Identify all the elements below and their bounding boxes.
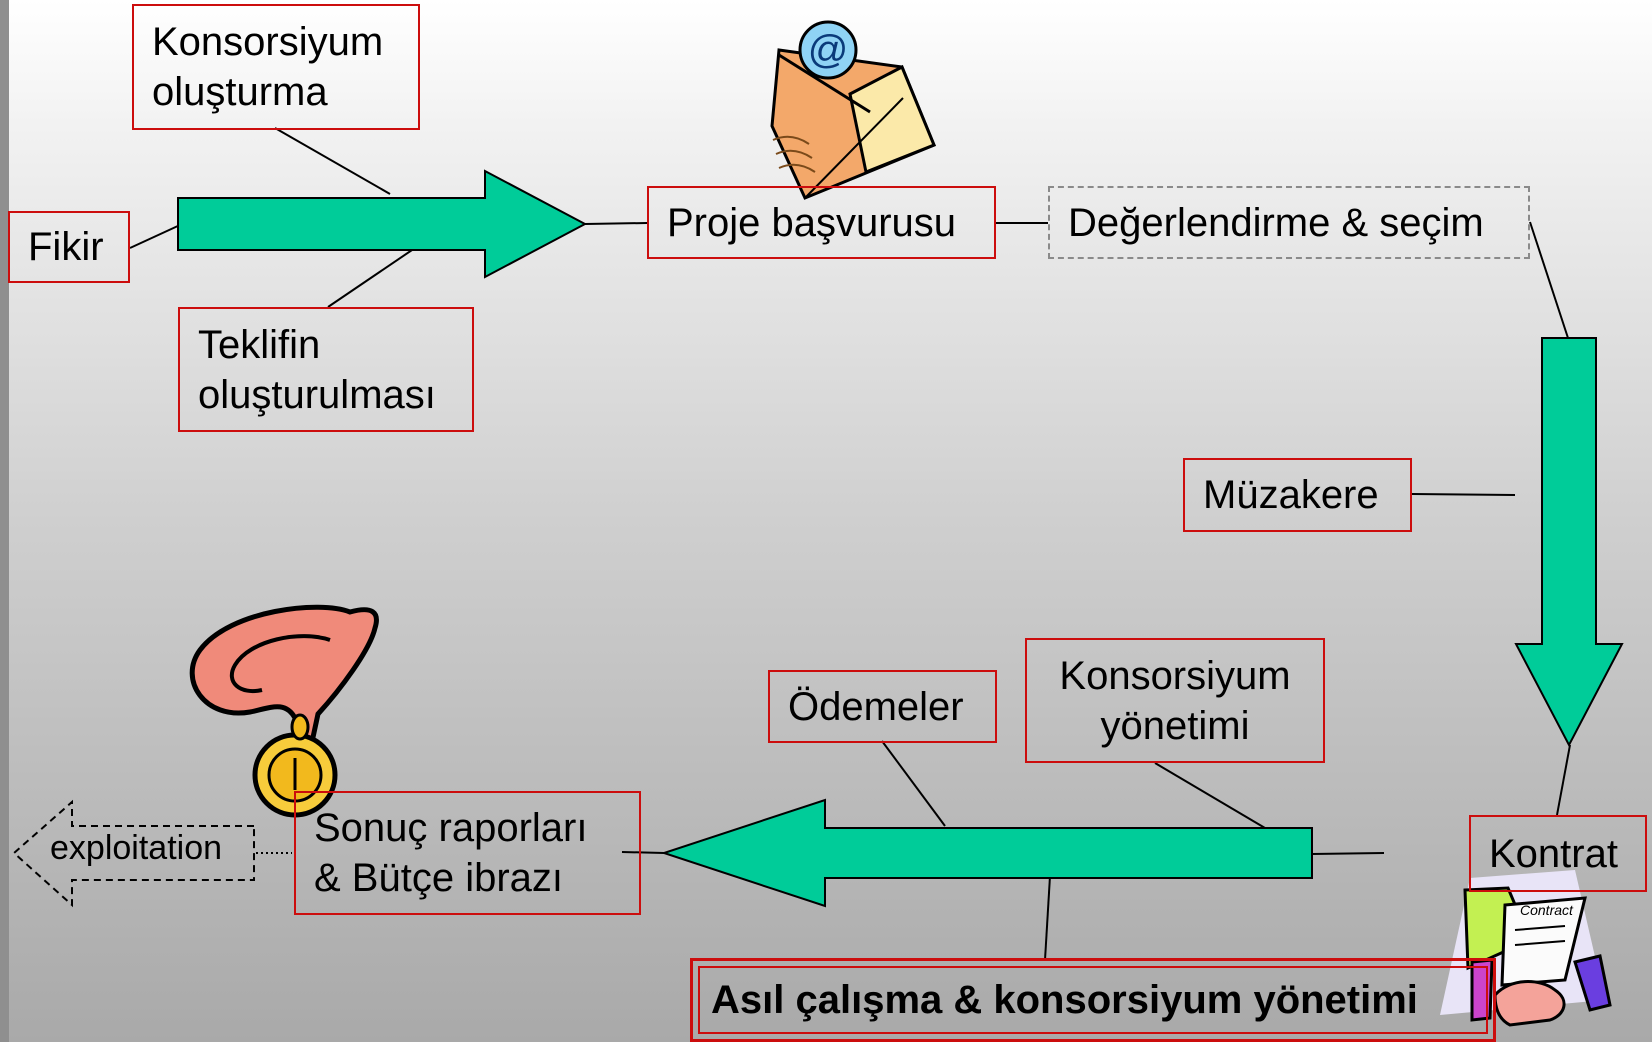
arrow-left: [660, 798, 1313, 908]
node-konsorsiyum-olusturma: Konsorsiyum oluşturma: [132, 4, 420, 130]
node-odemeler: Ödemeler: [768, 670, 997, 743]
exploitation-arrow: [12, 799, 255, 908]
connector-line: [129, 224, 181, 249]
email-envelope-icon: @: [770, 20, 936, 200]
connector-line: [621, 851, 665, 854]
arrow-right: [177, 169, 588, 279]
node-label: Kontrat: [1489, 831, 1618, 876]
node-label: Müzakere: [1203, 473, 1379, 517]
connector-line: [1556, 744, 1571, 816]
exploitation-label: exploitation: [50, 829, 223, 867]
connector-line: [584, 222, 648, 225]
node-fikir: Fikir: [8, 211, 130, 283]
connector-line: [1311, 852, 1385, 855]
node-label: Asıl çalışma & konsorsiyum yönetimi: [711, 978, 1418, 1022]
node-label: Fikir: [28, 225, 104, 269]
node-kontrat: Kontrat: [1469, 815, 1647, 892]
connector-lines: [129, 127, 1571, 961]
node-sonuc-raporlari: Sonuç raporları & Bütçe ibrazı: [294, 791, 641, 915]
node-label: Değerlendirme & seçim: [1068, 200, 1484, 245]
connector-line: [327, 247, 416, 308]
node-label: Teklifin oluşturulması: [198, 322, 436, 417]
connector-line: [1044, 875, 1051, 961]
node-asil-calisma: Asıl çalışma & konsorsiyum yönetimi: [690, 958, 1496, 1042]
node-teklifin-olusturulmasi: Teklifin oluşturulması: [178, 307, 474, 432]
node-degerlendirme-secim: Değerlendirme & seçim: [1048, 186, 1530, 259]
slide-edge: [0, 0, 9, 1042]
node-label: Sonuç raporları & Bütçe ibrazı: [314, 806, 588, 900]
connector-line: [1154, 762, 1266, 829]
node-muzakere: Müzakere: [1183, 458, 1412, 532]
arrow-down: [1514, 337, 1624, 748]
connector-line: [1411, 493, 1516, 496]
connector-line: [1529, 221, 1569, 339]
node-konsorsiyum-yonetimi: Konsorsiyum yönetimi: [1025, 638, 1325, 763]
connector-line: [274, 127, 391, 195]
svg-text:@: @: [808, 28, 849, 72]
node-label: Ödemeler: [788, 684, 964, 729]
node-label: Konsorsiyum yönetimi: [1059, 653, 1291, 748]
medal-icon: [189, 604, 379, 818]
node-proje-basvurusu: Proje başvurusu: [647, 186, 996, 259]
svg-text:Contract: Contract: [1520, 902, 1574, 918]
connector-line: [881, 740, 946, 827]
node-label: Konsorsiyum oluşturma: [152, 20, 384, 114]
node-label: Proje başvurusu: [667, 200, 957, 245]
